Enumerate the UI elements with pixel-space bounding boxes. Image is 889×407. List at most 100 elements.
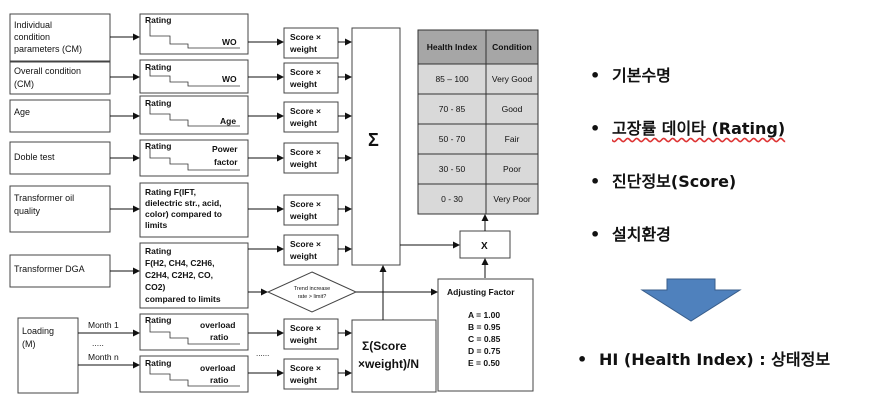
rating-title: Rating [145, 15, 171, 25]
multiply-box [459, 230, 511, 259]
rating-title: Rating [145, 141, 171, 151]
score-box [283, 101, 339, 133]
rating-sub: overload [200, 320, 235, 330]
bullet-item: • 고장률 데이타 (Rating) [590, 115, 785, 139]
score-label: weight [289, 159, 317, 169]
rating-sub: overload [200, 363, 235, 373]
bullet-dot: • [590, 172, 601, 191]
adjusting-factor-title: Adjusting Factor [447, 287, 515, 297]
down-arrow-icon [640, 278, 742, 322]
table-header: Health Index [427, 42, 478, 52]
input-label: Loading [22, 326, 54, 336]
input-box-loading [17, 317, 79, 394]
rating-box [139, 13, 249, 55]
score-box [283, 142, 339, 174]
bullet-dot: • [590, 225, 601, 244]
table-cell: Good [502, 104, 523, 114]
bullet-item: • 설치환경 [590, 221, 671, 245]
adjusting-factor-item: C = 0.85 [468, 334, 501, 344]
month-ellipsis: ...... [256, 349, 269, 358]
score-label: Score × [290, 239, 321, 249]
rating-title: Rating [145, 315, 171, 325]
score-box [283, 318, 339, 350]
adjusting-factor-item: A = 1.00 [468, 310, 500, 320]
score-label: Score × [290, 32, 321, 42]
score-label: weight [289, 251, 317, 261]
month-label: Month 1 [88, 320, 119, 330]
score-box [283, 234, 339, 266]
score-label: Score × [290, 323, 321, 333]
input-label: Individual [14, 20, 52, 30]
rating-text: dielectric str., acid, [145, 198, 222, 208]
input-box-age [9, 99, 111, 133]
score-box [283, 62, 339, 94]
bullet-text: 진단정보(Score) [612, 172, 737, 191]
hi-bullet: •HI (Health Index) : 상태정보 [577, 346, 830, 370]
rating-step-graph [149, 68, 240, 87]
score-label: weight [289, 375, 317, 385]
input-box-overall [9, 61, 111, 95]
score-label: Score × [290, 67, 321, 77]
multiply-symbol: X [481, 241, 488, 252]
score-box [283, 194, 339, 226]
rating-sub: WO [222, 74, 237, 84]
score-label: weight [289, 335, 317, 345]
rating-box [139, 182, 249, 238]
month-label: Month n [88, 352, 119, 362]
table-cell: 30 - 50 [439, 164, 466, 174]
input-label: (M) [22, 339, 36, 349]
rating-step-graph [149, 364, 240, 387]
input-label: Overall condition [14, 66, 81, 76]
score-box [283, 358, 339, 390]
rating-text: Rating F(IFT, [145, 187, 196, 197]
rating-sub: Power [212, 144, 238, 154]
score-label: weight [289, 79, 317, 89]
adjusting-factor-box [437, 278, 534, 392]
table-header: Condition [492, 42, 532, 52]
table-cell: 0 - 30 [441, 194, 463, 204]
hi-bullet-text: HI (Health Index) : 상태정보 [599, 350, 831, 369]
rating-box [139, 59, 249, 94]
rating-step-graph [149, 322, 240, 345]
input-label: Transformer DGA [14, 264, 85, 274]
rating-box [139, 242, 249, 309]
trend-label: rate > limit? [298, 294, 327, 300]
input-label: Transformer oil [14, 193, 74, 203]
score-label: weight [289, 44, 317, 54]
bullet-dot: • [590, 66, 601, 85]
bullet-text: 설치환경 [612, 225, 671, 244]
bullet-text: 고장률 데이타 (Rating) [612, 119, 786, 138]
table-cell: Very Good [492, 74, 532, 84]
input-box-individual [9, 13, 111, 62]
rating-step-graph [149, 104, 240, 127]
rating-text: CO2) [145, 282, 165, 292]
input-label: condition [14, 32, 50, 42]
rating-step-graph [149, 148, 240, 171]
table-cell: 50 - 70 [439, 134, 466, 144]
rating-sub: ratio [210, 332, 228, 342]
average-sum-label: Σ(Score [362, 339, 407, 353]
bullet-text: 기본수명 [612, 66, 671, 85]
bullet-dot: • [590, 119, 601, 138]
score-label: weight [289, 211, 317, 221]
rating-text: compared to limits [145, 294, 221, 304]
month-dots: ..... [92, 338, 104, 348]
adjusting-factor-item: B = 0.95 [468, 322, 501, 332]
input-label: parameters (CM) [14, 44, 82, 54]
score-label: Score × [290, 199, 321, 209]
rating-sub: ratio [210, 375, 228, 385]
rating-text: color) compared to [145, 209, 222, 219]
rating-text: limits [145, 220, 167, 230]
score-label: Score × [290, 147, 321, 157]
trend-label: Trend increase [294, 286, 330, 292]
rating-text: Rating [145, 246, 171, 256]
input-label: quality [14, 206, 41, 216]
trend-decision-diamond [266, 271, 358, 313]
bullet-item: • 기본수명 [590, 62, 671, 86]
score-box [283, 27, 339, 59]
rating-title: Rating [145, 98, 171, 108]
rating-sub: WO [222, 37, 237, 47]
health-index-flow-diagram: Individual condition parameters (CM) Ove… [9, 13, 539, 394]
input-label: Doble test [14, 152, 55, 162]
average-sum-box [351, 319, 437, 393]
